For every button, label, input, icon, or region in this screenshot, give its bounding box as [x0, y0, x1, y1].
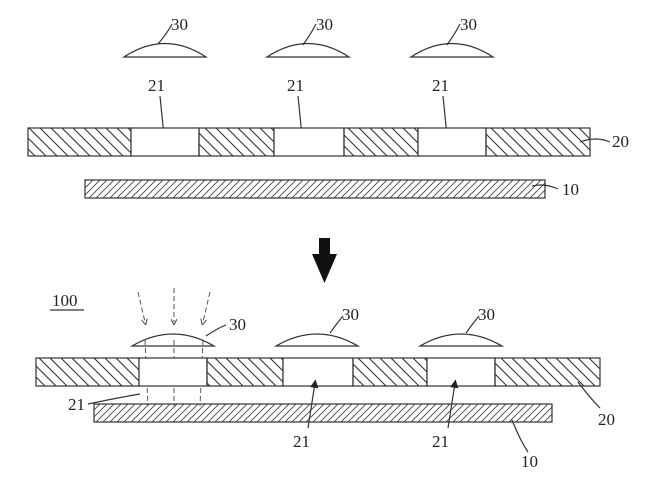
plate-label: 20	[598, 410, 615, 429]
opening-label: 21	[432, 432, 449, 451]
lens-top-3: 30	[408, 15, 496, 58]
plate-label: 20	[612, 132, 629, 151]
lens-bottom-2: 30	[273, 305, 361, 347]
substrate-label: 10	[521, 452, 538, 471]
opening-label: 21	[68, 395, 85, 414]
substrate-bottom	[93, 403, 553, 423]
lens-bottom-3: 30	[417, 305, 505, 347]
lens-label: 30	[478, 305, 495, 324]
substrate-top	[84, 179, 546, 199]
lens-bottom-1: 30	[129, 315, 246, 347]
lens-label: 30	[316, 15, 333, 34]
lens-top-1: 30	[121, 15, 209, 58]
lens-label: 30	[342, 305, 359, 324]
opening-label: 21	[432, 76, 449, 95]
light-rays	[137, 288, 211, 407]
process-arrow-icon	[312, 238, 337, 283]
lens-label: 30	[171, 15, 188, 34]
plate-bottom	[35, 357, 601, 387]
substrate-label: 10	[562, 180, 579, 199]
bottom-stage: 100 30 30 30	[35, 288, 615, 471]
plate-top	[27, 127, 591, 157]
opening-label: 21	[287, 76, 304, 95]
lens-label: 30	[460, 15, 477, 34]
opening-label: 21	[148, 76, 165, 95]
opening-label: 21	[293, 432, 310, 451]
top-stage: 30 30 30 21 21 21 20	[27, 15, 629, 199]
lens-top-2: 30	[264, 15, 352, 58]
lens-label: 30	[229, 315, 246, 334]
figure-id: 100	[52, 291, 78, 310]
